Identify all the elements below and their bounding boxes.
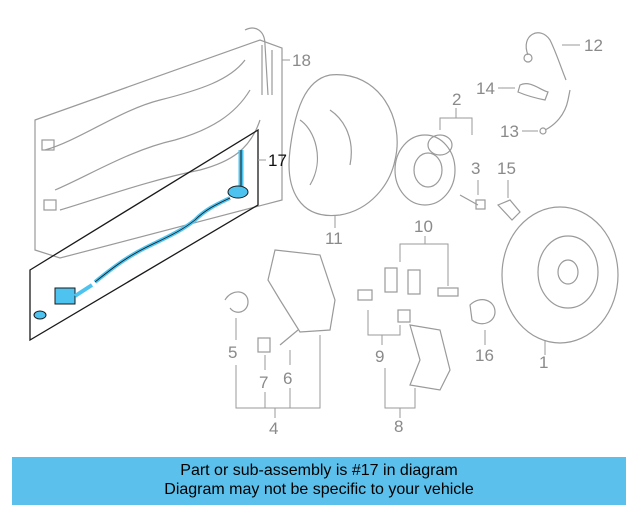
callout-7: 7 — [259, 373, 268, 392]
part-18-wiring-panel — [34, 27, 283, 259]
callout-11: 11 — [325, 229, 343, 248]
callout-17: 17 — [268, 151, 287, 170]
part-2-wheel-hub — [394, 134, 456, 206]
callout-3: 3 — [471, 159, 480, 178]
callout-10: 10 — [414, 217, 433, 236]
part-12-brake-hose — [523, 32, 567, 81]
callout-9: 9 — [375, 347, 384, 366]
callout-1: 1 — [539, 353, 548, 372]
part-15-sensor — [496, 199, 521, 221]
callout-13: 13 — [500, 122, 519, 141]
part-17-abs-sensor-frame — [29, 128, 259, 342]
part-3-hub-bolt — [459, 194, 486, 210]
part-caliper — [267, 249, 411, 333]
banner-line-1: Part or sub-assembly is #17 in diagram — [180, 462, 458, 479]
part-16-dust-cap — [469, 299, 496, 325]
callout-8: 8 — [394, 417, 403, 436]
part-11-backing-plate — [288, 74, 398, 217]
part-10-brake-pads — [384, 267, 459, 297]
part-17-abs-sensor — [33, 150, 249, 320]
callout-12: 12 — [584, 36, 603, 55]
callout-6: 6 — [283, 369, 292, 388]
callout-14: 14 — [476, 79, 495, 98]
part-5-spring-clip — [224, 291, 249, 313]
callout-16: 16 — [475, 346, 494, 365]
callout-15: 15 — [497, 159, 516, 178]
part-14-bracket — [517, 83, 549, 101]
part-8-caliper-carrier — [409, 324, 451, 391]
parts-diagram: 18 17 12 14 13 11 — [29, 27, 619, 438]
part-1-brake-disc — [501, 206, 619, 344]
info-banner: Part or sub-assembly is #17 in diagram D… — [12, 457, 626, 505]
part-6-guide-pin — [279, 329, 299, 346]
callout-4: 4 — [269, 419, 278, 438]
part-13-brake-line — [539, 89, 571, 135]
banner-line-2: Diagram may not be specific to your vehi… — [164, 481, 474, 498]
callout-5: 5 — [228, 343, 237, 362]
part-7-guide-bushing — [257, 337, 271, 353]
callout-2: 2 — [452, 90, 461, 109]
callout-18: 18 — [292, 51, 311, 70]
